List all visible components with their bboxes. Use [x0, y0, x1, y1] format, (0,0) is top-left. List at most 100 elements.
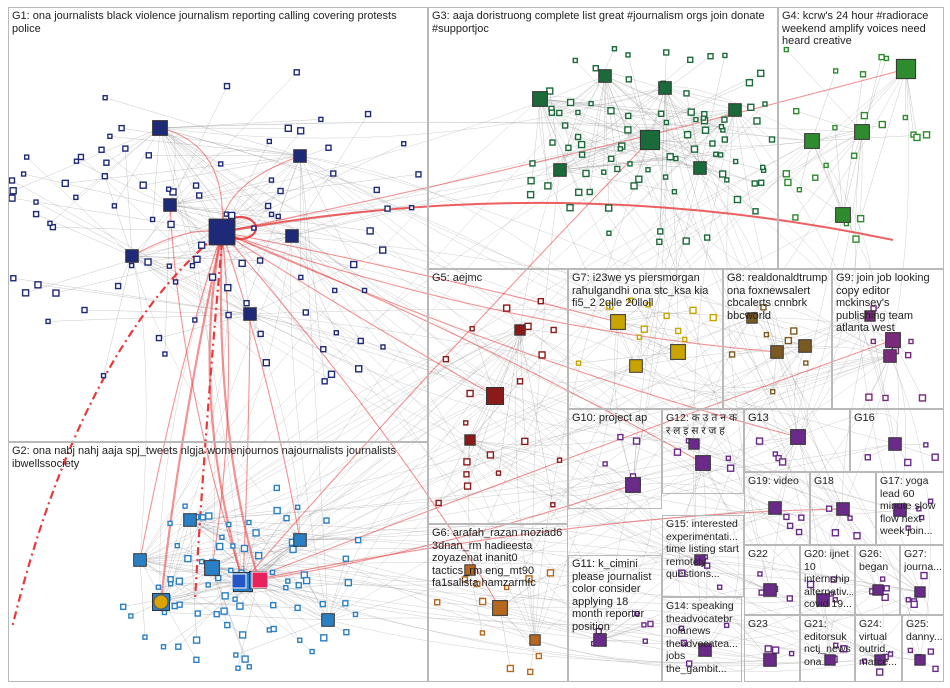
node: [883, 585, 890, 592]
node: [905, 597, 911, 603]
node: [630, 182, 638, 190]
node: [47, 220, 53, 227]
edge: [534, 639, 881, 673]
node: [332, 287, 338, 294]
edge: [539, 98, 549, 186]
node: [145, 152, 152, 159]
node: [354, 365, 363, 373]
hub-node: [125, 249, 139, 263]
edge: [834, 127, 844, 216]
edge: [482, 601, 536, 641]
edge: [159, 127, 217, 230]
edge: [211, 567, 824, 604]
node: [149, 216, 156, 223]
node: [189, 262, 196, 269]
hub-node: [464, 564, 476, 576]
edge: [786, 173, 844, 216]
node: [463, 458, 471, 466]
edge: [189, 436, 799, 521]
group-label-g22: G22: [748, 548, 768, 560]
node: [709, 313, 717, 322]
group-label-g25: G25: danny...: [906, 618, 942, 643]
node: [295, 582, 302, 589]
edge: [551, 112, 651, 141]
node: [825, 505, 833, 512]
node: [859, 71, 867, 78]
group-box-g8: G8: realdonaldtrump ona foxnewsalert cbc…: [723, 269, 832, 409]
node: [918, 514, 925, 521]
edge: [539, 98, 696, 120]
edge: [469, 381, 521, 441]
node: [192, 182, 200, 189]
group-label-g21: G21: editorsuk nctj_news ona...: [804, 618, 851, 668]
edge: [299, 155, 753, 319]
edge: [687, 109, 736, 135]
edge: [169, 139, 651, 212]
node: [879, 576, 886, 582]
edge: [291, 235, 365, 291]
edge: [699, 345, 806, 561]
node: [34, 281, 42, 289]
hub-node: [874, 654, 886, 666]
red-edge: [221, 231, 704, 464]
edge: [299, 526, 701, 561]
hub-node: [625, 477, 641, 493]
group-box-g14: G14: speaking theadvocatebr nolanews the…: [662, 597, 742, 682]
edge: [242, 365, 637, 583]
edge: [131, 255, 147, 561]
hub-node: [816, 593, 830, 607]
node: [733, 195, 742, 204]
edge: [189, 235, 293, 521]
edge: [159, 127, 227, 215]
edge: [699, 55, 726, 169]
edge: [242, 355, 891, 583]
node: [628, 297, 634, 303]
edge: [751, 304, 891, 357]
edge: [189, 519, 197, 641]
node: [782, 170, 791, 178]
node: [463, 420, 469, 426]
edge: [763, 307, 778, 353]
edge: [139, 559, 146, 638]
edge: [664, 87, 813, 142]
node: [144, 258, 152, 266]
node: [526, 190, 535, 199]
node: [175, 577, 184, 585]
node: [155, 584, 162, 590]
node: [101, 173, 109, 180]
edge: [469, 439, 634, 497]
hub-node: [770, 345, 784, 359]
hub-node: [895, 58, 917, 80]
edge: [159, 87, 666, 139]
edge: [664, 86, 813, 142]
node: [717, 152, 724, 158]
edge: [578, 351, 679, 364]
edge: [797, 413, 899, 445]
node: [764, 645, 772, 653]
edge: [811, 70, 836, 142]
edge: [734, 109, 763, 168]
red-edge: [221, 231, 496, 397]
edge: [693, 315, 871, 445]
node: [162, 351, 168, 357]
edge: [519, 329, 554, 505]
hub-node: [798, 339, 812, 353]
edge: [159, 127, 216, 569]
hub-node: [204, 560, 220, 576]
edge: [699, 167, 762, 184]
node: [277, 187, 284, 195]
node: [680, 639, 688, 647]
node: [566, 204, 574, 212]
node: [175, 643, 182, 650]
edge: [469, 439, 921, 593]
node: [682, 237, 690, 245]
node: [254, 551, 263, 560]
node: [354, 536, 362, 544]
node: [812, 174, 819, 181]
node: [887, 651, 894, 657]
node: [128, 613, 134, 619]
node: [663, 119, 670, 126]
group-box-g16: G16: [850, 409, 944, 472]
edge: [246, 155, 301, 304]
